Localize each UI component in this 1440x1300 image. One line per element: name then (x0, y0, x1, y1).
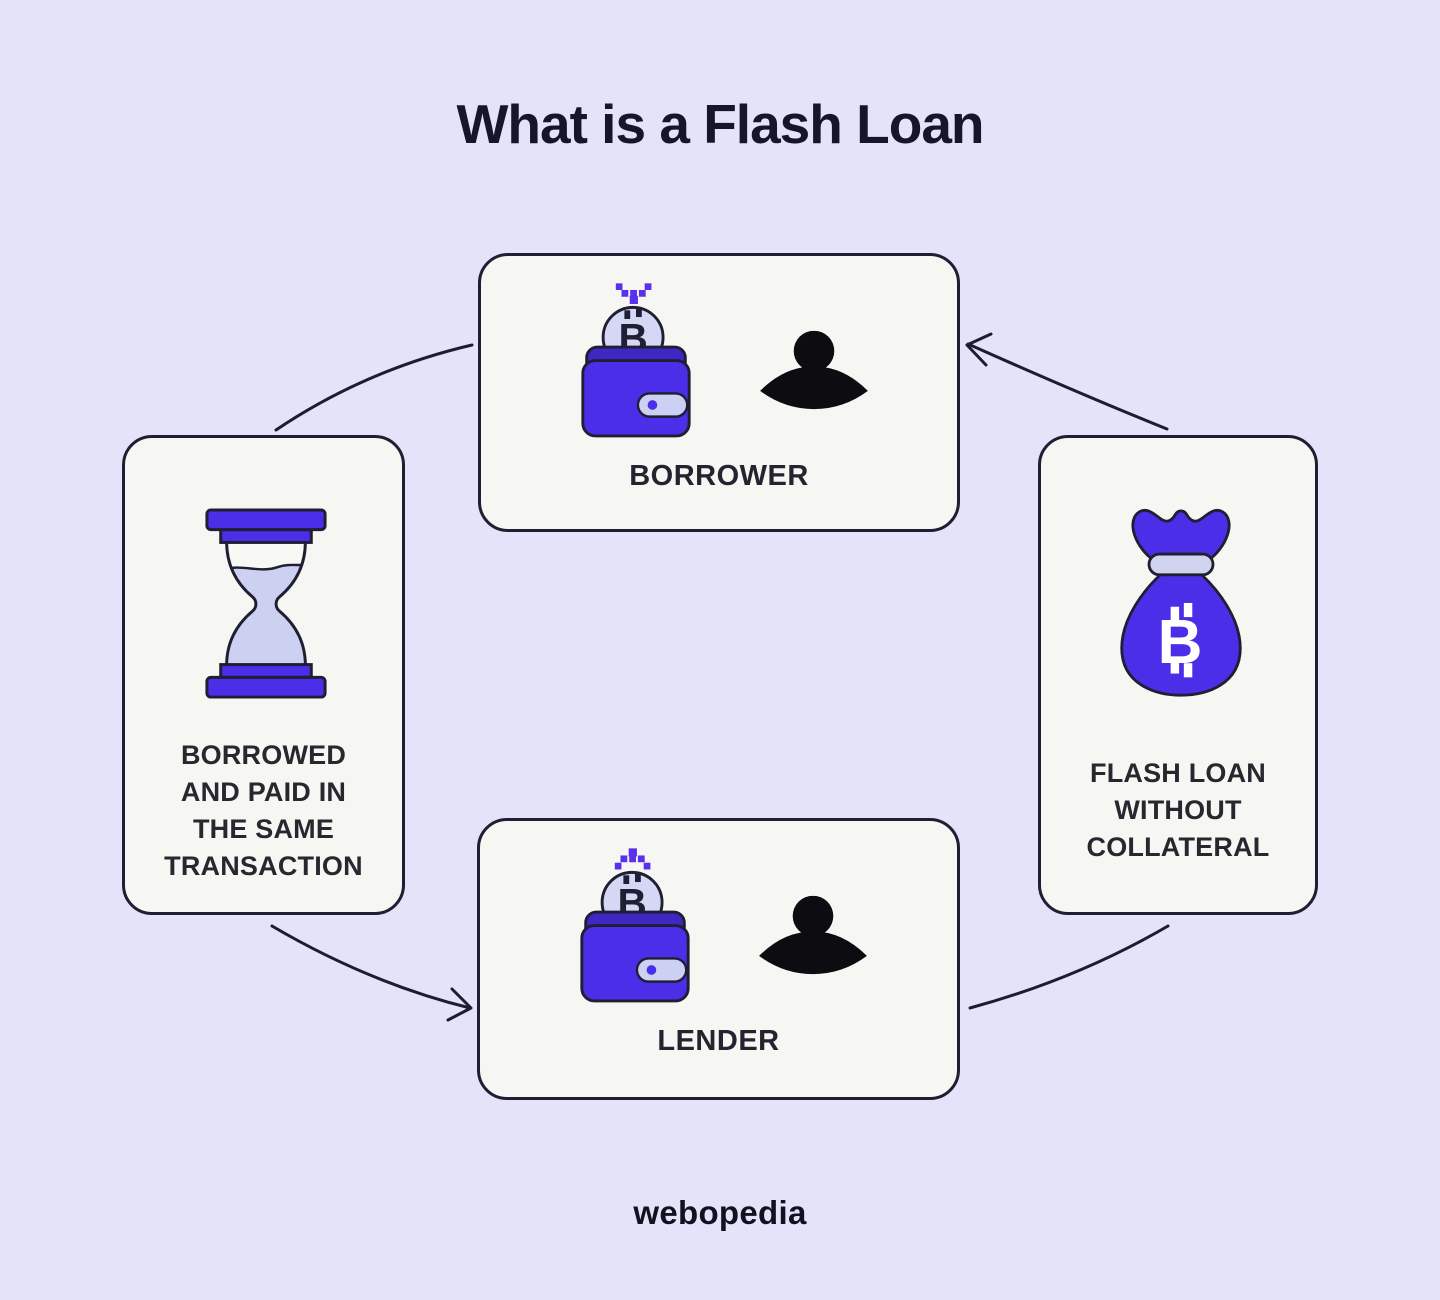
flash-loan-card: FLASH LOAN WITHOUT COLLATERAL (1038, 435, 1318, 915)
hourglass-icon (201, 508, 331, 701)
pixel-chevron-up-icon (614, 848, 651, 870)
borrower-label: BORROWER (629, 460, 809, 492)
text-line: BORROWED (180, 740, 347, 770)
arrowhead-to-lender (446, 987, 473, 1022)
page-title: What is a Flash Loan (456, 93, 984, 155)
connector-lender-to-flashloan (968, 924, 1170, 1010)
lender-label: LENDER (657, 1025, 780, 1057)
wallet-bitcoin-out-icon (580, 848, 690, 1003)
connector-left-to-lender (270, 924, 472, 1010)
money-bag-bitcoin-icon (1120, 508, 1242, 697)
arrowhead-to-borrower (965, 332, 993, 367)
flash-loan-text: FLASH LOAN WITHOUT COLLATERAL (1041, 755, 1315, 866)
text-line: WITHOUT (1114, 795, 1242, 825)
borrowed-paid-text: BORROWED AND PAID IN THE SAME TRANSACTIO… (125, 737, 402, 885)
borrowed-paid-card: BORROWED AND PAID IN THE SAME TRANSACTIO… (122, 435, 405, 915)
wallet-bitcoin-in-icon (581, 283, 691, 438)
pixel-chevron-down-icon (615, 283, 652, 304)
text-line: AND PAID IN (180, 777, 347, 807)
text-line: THE SAME (192, 814, 335, 844)
connector-left-to-borrower (274, 343, 474, 432)
person-icon (760, 330, 868, 410)
lender-card: LENDER (477, 818, 960, 1100)
borrower-card: BORROWER (478, 253, 960, 532)
webopedia-logo: webopedia (633, 1194, 807, 1231)
person-icon (759, 895, 867, 975)
text-line: COLLATERAL (1086, 832, 1270, 862)
connector-flashloan-to-borrower (966, 342, 1169, 431)
text-line: FLASH LOAN (1090, 758, 1266, 788)
text-line: TRANSACTION (164, 851, 363, 881)
